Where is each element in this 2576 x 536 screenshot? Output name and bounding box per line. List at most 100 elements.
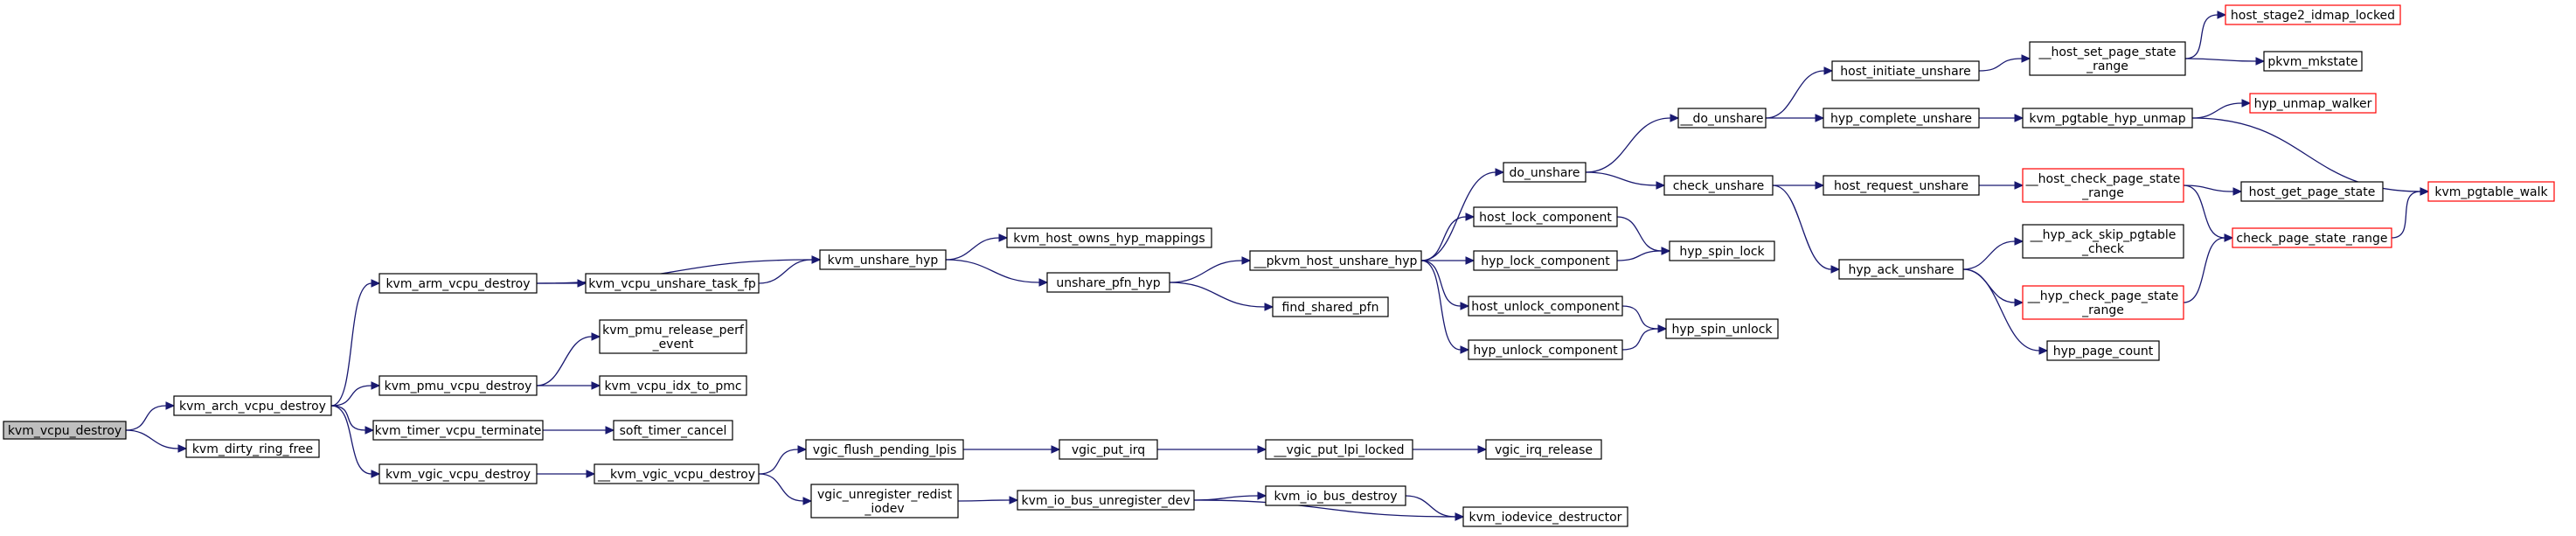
node-pkvm-host-unshare-hyp[interactable]: __pkvm_host_unshare_hyp: [1249, 250, 1422, 271]
call-edge: [758, 473, 813, 505]
call-edge: [1979, 114, 2024, 122]
call-edge: [330, 405, 381, 478]
node-box: [2022, 285, 2184, 320]
node-kvm-arm-vcpu-destroy[interactable]: kvm_arm_vcpu_destroy: [378, 273, 538, 294]
node-hyp-complete-unshare[interactable]: hyp_complete_unshare: [1823, 108, 1980, 129]
call-edge: [125, 401, 176, 431]
node-unshare-pfn-hyp[interactable]: unshare_pfn_hyp: [1046, 272, 1170, 293]
node-kvm-io-bus-destroy[interactable]: kvm_io_bus_destroy: [1265, 485, 1406, 506]
node-hyp-ack-skip-pgtable-check[interactable]: __hyp_ack_skip_pgtable_check: [2022, 224, 2184, 259]
call-edge: [2183, 184, 2243, 196]
node-vgic-put-lpi-locked[interactable]: __vgic_put_lpi_locked: [1265, 439, 1413, 460]
node-box: [2232, 227, 2392, 248]
node-box: [1265, 485, 1406, 506]
call-edge: [1420, 212, 1475, 261]
arrowhead: [1257, 445, 1267, 454]
node-label: hyp_ack_unshare: [1849, 263, 1955, 277]
call-edge: [1979, 181, 2024, 190]
node-label: check_unshare: [1673, 179, 1765, 193]
node-box: [1017, 490, 1195, 511]
node-host-lock-component[interactable]: host_lock_component: [1473, 206, 1618, 227]
node-host-set-page-state-range[interactable]: __host_set_page_state_range: [2029, 41, 2186, 76]
node-host-request-unshare[interactable]: host_request_unshare: [1823, 175, 1980, 196]
node-kvm-iodevice-destructor[interactable]: kvm_iodevice_destructor: [1462, 506, 1628, 527]
node-host-stage2-idmap-locked[interactable]: host_stage2_idmap_locked: [2225, 4, 2401, 25]
edge-line: [1621, 305, 1659, 330]
node-box: [2427, 181, 2555, 202]
node-kvm-pmu-vcpu-destroy[interactable]: kvm_pmu_vcpu_destroy: [378, 375, 538, 396]
node-box: [2022, 108, 2193, 129]
node-do-unshare[interactable]: __do_unshare: [1677, 108, 1767, 129]
arrowhead: [1460, 302, 1470, 310]
node-check-unshare[interactable]: check_unshare: [1663, 175, 1774, 196]
node-label: kvm_arch_vcpu_destroy: [179, 400, 326, 414]
node-vgic-irq-release[interactable]: vgic_irq_release: [1485, 439, 1602, 460]
node-hyp-ack-unshare[interactable]: hyp_ack_unshare: [1838, 259, 1964, 280]
call-edge: [1405, 495, 1465, 521]
node-box: [1046, 272, 1170, 293]
node-kvm-vcpu-destroy[interactable]: kvm_vcpu_destroy: [3, 421, 127, 440]
node-hyp-spin-unlock[interactable]: hyp_spin_unlock: [1665, 318, 1779, 339]
node-label: find_shared_pfn: [1282, 301, 1379, 315]
node-kvm-pgtable-hyp-unmap[interactable]: kvm_pgtable_hyp_unmap: [2022, 108, 2193, 129]
node-kvm-vgic-vcpu-destroy[interactable]: __kvm_vgic_vcpu_destroy: [594, 463, 760, 484]
node-hyp-check-page-state-range[interactable]: __hyp_check_page_state_range: [2022, 285, 2184, 320]
arrowhead: [2014, 114, 2024, 122]
node-kvm-vcpu-unshare-task-fp[interactable]: kvm_vcpu_unshare_task_fp: [585, 273, 760, 294]
node-vgic-unregister-redist-iodev[interactable]: vgic_unregister_redist_iodev: [810, 484, 959, 519]
call-edge: [1962, 237, 2024, 270]
arrowhead: [177, 444, 188, 453]
node-kvm-io-bus-unregister-dev[interactable]: kvm_io_bus_unregister_dev: [1017, 490, 1195, 511]
node-kvm-dirty-ring-free[interactable]: kvm_dirty_ring_free: [185, 439, 320, 458]
call-edge: [1962, 268, 2049, 355]
node-box: [2249, 93, 2377, 114]
node-do-unshare[interactable]: do_unshare: [1503, 162, 1587, 183]
node-hyp-page-count[interactable]: hyp_page_count: [2046, 340, 2160, 361]
edge-layer: [125, 10, 2430, 521]
node-host-initiate-unshare[interactable]: host_initiate_unshare: [1831, 60, 1980, 81]
node-label: vgic_unregister_redist: [817, 488, 953, 502]
node-pkvm-mkstate[interactable]: pkvm_mkstate: [2263, 51, 2363, 72]
node-box: [1249, 250, 1422, 271]
arrowhead: [2014, 181, 2024, 190]
node-box: [599, 375, 747, 396]
node-host-get-page-state[interactable]: host_get_page_state: [2240, 181, 2384, 202]
node-host-unlock-component[interactable]: host_unlock_component: [1468, 296, 1623, 317]
node-kvm-timer-vcpu-terminate[interactable]: kvm_timer_vcpu_terminate: [372, 420, 544, 441]
node-kvm-pmu-release-perf-event[interactable]: kvm_pmu_release_perf_event: [599, 319, 747, 354]
arrowhead: [2014, 298, 2024, 307]
edge-line: [1405, 495, 1456, 518]
arrowhead: [1656, 181, 1666, 190]
node-box: [2263, 51, 2363, 72]
node-box: [1006, 227, 1212, 248]
node-kvm-unshare-hyp[interactable]: kvm_unshare_hyp: [819, 249, 947, 270]
node-hyp-unmap-walker[interactable]: hyp_unmap_walker: [2249, 93, 2377, 114]
node-label: kvm_io_bus_unregister_dev: [1021, 494, 1190, 508]
node-hyp-spin-lock[interactable]: hyp_spin_lock: [1669, 240, 1775, 261]
call-edge: [1766, 114, 1825, 122]
node-soft-timer-cancel[interactable]: soft_timer_cancel: [613, 420, 733, 441]
node-box: [613, 420, 733, 441]
node-label: _iodev: [864, 502, 904, 516]
node-label: kvm_pmu_release_perf: [602, 324, 745, 338]
edge-line: [957, 499, 1010, 502]
arrowhead: [1815, 114, 1825, 122]
node-kvm-vgic-vcpu-destroy[interactable]: kvm_vgic_vcpu_destroy: [378, 463, 538, 484]
node-vgic-put-irq[interactable]: vgic_put_irq: [1059, 439, 1158, 460]
node-host-check-page-state-range[interactable]: __host_check_page_state_range: [2022, 168, 2184, 203]
node-kvm-host-owns-hyp-mappings[interactable]: kvm_host_owns_hyp_mappings: [1006, 227, 1212, 248]
call-edge: [1773, 181, 1825, 190]
node-check-page-state-range[interactable]: check_page_state_range: [2232, 227, 2392, 248]
node-vgic-flush-pending-lpis[interactable]: vgic_flush_pending_lpis: [805, 439, 964, 460]
node-kvm-pgtable-walk[interactable]: kvm_pgtable_walk: [2427, 181, 2555, 202]
node-find-shared-pfn[interactable]: find_shared_pfn: [1272, 296, 1389, 317]
node-box: [585, 273, 760, 294]
arrowhead: [586, 470, 596, 478]
node-kvm-vcpu-idx-to-pmc[interactable]: kvm_vcpu_idx_to_pmc: [599, 375, 747, 396]
node-hyp-unlock-component[interactable]: hyp_unlock_component: [1468, 339, 1623, 360]
edge-line: [945, 237, 1000, 261]
node-hyp-lock-component[interactable]: hyp_lock_component: [1473, 250, 1618, 271]
node-label: kvm_arm_vcpu_destroy: [385, 277, 530, 291]
arrowhead: [371, 470, 381, 478]
node-kvm-arch-vcpu-destroy[interactable]: kvm_arch_vcpu_destroy: [173, 395, 332, 416]
